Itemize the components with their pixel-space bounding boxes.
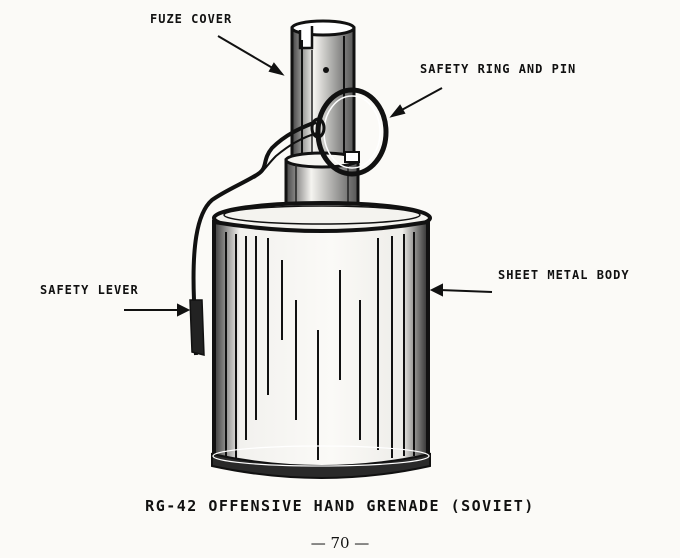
fuze-neck <box>286 152 359 205</box>
page-number: — 70 — <box>0 534 680 552</box>
figure-caption: RG-42 OFFENSIVE HAND GRENADE (SOVIET) <box>0 497 680 515</box>
fuze-cover-label: FUZE COVER <box>150 12 232 26</box>
sheet-metal-body-label: SHEET METAL BODY <box>498 268 630 282</box>
safety-ring-label: SAFETY RING AND PIN <box>420 62 576 76</box>
fuze-cover <box>292 21 354 168</box>
sheet-metal-body <box>214 222 428 470</box>
safety-lever-label: SAFETY LEVER <box>40 283 139 297</box>
